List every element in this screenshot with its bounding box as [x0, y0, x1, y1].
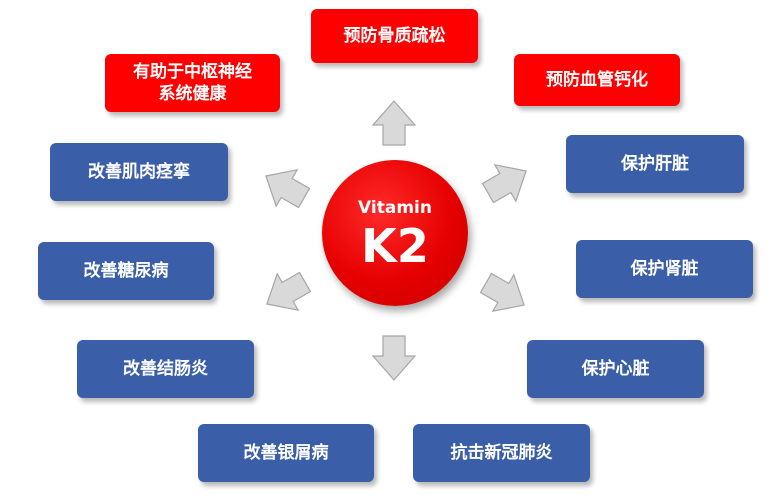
arrow-down-right-icon	[474, 264, 536, 324]
box-improve-colitis: 改善结肠炎	[77, 340, 254, 398]
box-protect-heart: 保护心脏	[527, 340, 704, 398]
arrow-down-left-icon	[255, 263, 317, 323]
box-improve-psoriasis: 改善银屑病	[198, 424, 374, 482]
box-protect-kidney: 保护肾脏	[576, 240, 753, 298]
arrow-down-icon	[372, 335, 416, 381]
center-circle-vitamin-k2: Vitamin K2	[322, 160, 468, 306]
box-protect-liver: 保护肝脏	[566, 135, 744, 193]
arrow-up-icon	[372, 100, 416, 146]
center-label-k2: K2	[361, 219, 429, 273]
box-prevent-osteoporosis: 预防骨质疏松	[311, 9, 478, 63]
box-central-nervous-system-health: 有助于中枢神经 系统健康	[105, 54, 280, 112]
arrow-up-left-icon	[254, 157, 316, 217]
box-prevent-vascular-calcification: 预防血管钙化	[514, 54, 680, 106]
center-label-vitamin: Vitamin	[358, 198, 432, 218]
box-improve-muscle-spasm: 改善肌肉痉挛	[50, 143, 228, 201]
box-fight-covid: 抗击新冠肺炎	[413, 424, 590, 482]
box-improve-diabetes: 改善糖尿病	[38, 242, 214, 300]
arrow-up-right-icon	[476, 152, 538, 212]
